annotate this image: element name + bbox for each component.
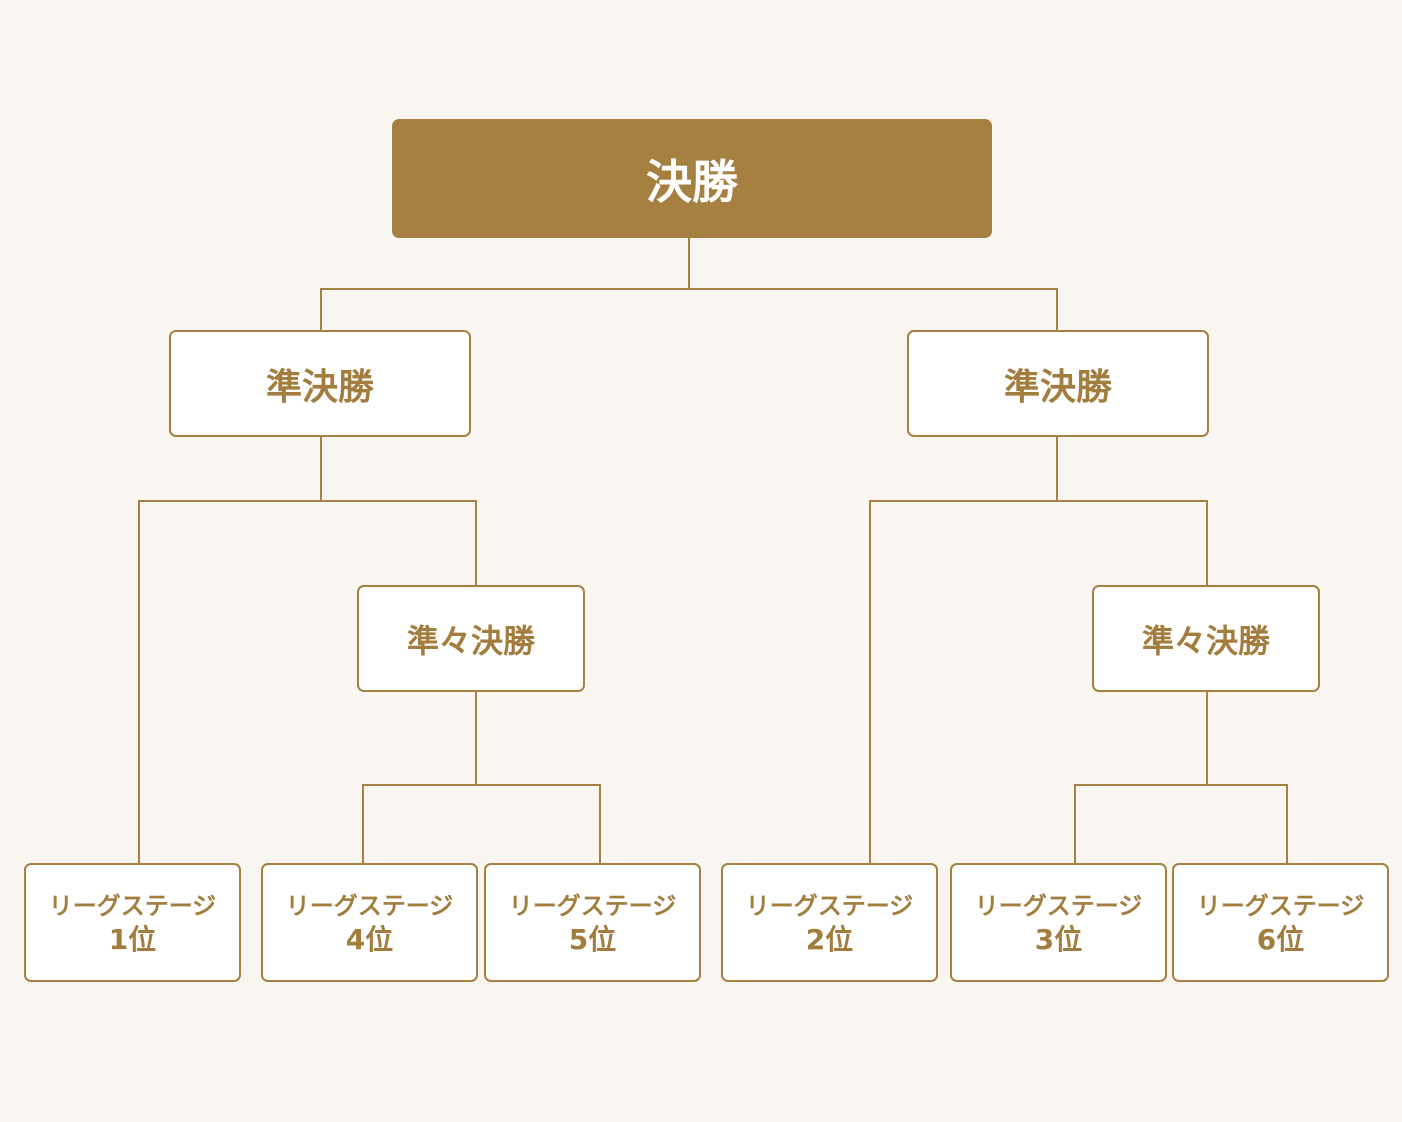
semifinal-right-node: 準決勝 bbox=[907, 330, 1209, 437]
seed-node-3: リーグステージ 3位 bbox=[950, 863, 1167, 982]
connector-semi-left-branch bbox=[138, 500, 477, 864]
seed-rank-label: 2位 bbox=[805, 922, 854, 956]
seed-stage-label: リーグステージ bbox=[974, 891, 1143, 920]
quarterfinal-right-node: 準々決勝 bbox=[1092, 585, 1320, 692]
seed-rank-label: 4位 bbox=[345, 922, 394, 956]
quarterfinal-left-node: 準々決勝 bbox=[357, 585, 585, 692]
semifinal-left-node: 準決勝 bbox=[169, 330, 471, 437]
seed-stage-label: リーグステージ bbox=[48, 891, 217, 920]
seed-stage-label: リーグステージ bbox=[1196, 891, 1365, 920]
connector-quarter-right-branch bbox=[1074, 784, 1288, 864]
seed-rank-label: 5位 bbox=[568, 922, 617, 956]
seed-node-2: リーグステージ 2位 bbox=[721, 863, 938, 982]
connector-semi-right-branch bbox=[869, 500, 1208, 864]
quarterfinal-label: 準々決勝 bbox=[1141, 621, 1270, 660]
connector-quarter-left-branch bbox=[362, 784, 601, 864]
seed-rank-label: 6位 bbox=[1256, 922, 1305, 956]
seed-node-5: リーグステージ 5位 bbox=[484, 863, 701, 982]
seed-stage-label: リーグステージ bbox=[745, 891, 914, 920]
final-node: 決勝 bbox=[392, 119, 992, 238]
seed-rank-label: 3位 bbox=[1034, 922, 1083, 956]
semifinal-label: 準決勝 bbox=[265, 366, 374, 408]
final-label: 決勝 bbox=[646, 154, 738, 209]
connector-final-semis bbox=[320, 288, 1058, 331]
seed-rank-label: 1位 bbox=[108, 922, 157, 956]
semifinal-label: 準決勝 bbox=[1003, 366, 1112, 408]
seed-node-1: リーグステージ 1位 bbox=[24, 863, 241, 982]
seed-stage-label: リーグステージ bbox=[285, 891, 454, 920]
quarterfinal-label: 準々決勝 bbox=[406, 621, 535, 660]
seed-node-6: リーグステージ 6位 bbox=[1172, 863, 1389, 982]
seed-stage-label: リーグステージ bbox=[508, 891, 677, 920]
seed-node-4: リーグステージ 4位 bbox=[261, 863, 478, 982]
